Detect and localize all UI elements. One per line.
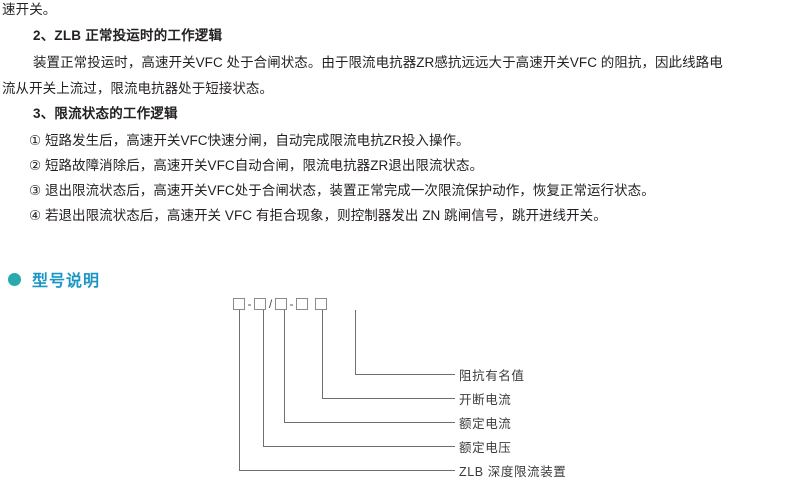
code-box-2 <box>254 298 266 310</box>
section-heading-3: 3、限流状态的工作逻辑 <box>33 106 178 121</box>
paragraph-line-1: 装置正常投运时，高速开关VFC 处于合闸状态。由于限流电抗器ZR感抗远远大于高速… <box>33 55 723 70</box>
legend-label-device-name: ZLB 深度限流装置 <box>459 465 567 479</box>
leader-line-5 <box>239 310 455 471</box>
legend-label-rated-current: 额定电流 <box>459 417 512 431</box>
leader-lines <box>239 310 455 471</box>
legend-label-impedance: 阻抗有名值 <box>459 369 525 383</box>
list-item: ③ 退出限流状态后，高速开关VFC处于合闸状态，装置正常完成一次限流保护动作，恢… <box>29 183 655 198</box>
legend-label-rated-voltage: 额定电压 <box>459 441 512 455</box>
model-code-diagram: - / - 阻抗有名值 开断电流 额定电 <box>0 288 800 488</box>
model-code-row: - / - <box>233 298 327 310</box>
list-item: ① 短路发生后，高速开关VFC快速分闸，自动完成限流电抗ZR投入操作。 <box>29 133 470 148</box>
model-section-title-text: 型号说明 <box>32 273 101 290</box>
bullet-icon <box>8 272 21 286</box>
code-box-3 <box>275 298 287 310</box>
list-item: ② 短路故障消除后，高速开关VFC自动合闸，限流电抗器ZR退出限流状态。 <box>29 158 484 173</box>
leader-line-3 <box>284 310 455 423</box>
code-box-5 <box>315 298 327 310</box>
leader-line-4 <box>263 310 455 447</box>
code-separator-dash1: - <box>247 297 252 311</box>
paragraph-line-2: 流从开关上流过，限流电抗器处于短接状态。 <box>2 81 273 96</box>
code-box-4 <box>296 298 308 310</box>
code-separator-slash: / <box>268 297 273 311</box>
code-separator-dash2: - <box>289 297 294 311</box>
list-item: ④ 若退出限流状态后，高速开关 VFC 有拒合现象，则控制器发出 ZN 跳闸信号… <box>29 208 607 223</box>
section-heading-2: 2、ZLB 正常投运时的工作逻辑 <box>33 28 223 43</box>
model-section-title: 型号说明 <box>8 267 100 291</box>
leader-line-1 <box>355 310 455 375</box>
legend-label-breaking-current: 开断电流 <box>459 393 512 407</box>
leader-line-2 <box>322 310 455 399</box>
code-box-1 <box>233 298 245 310</box>
lead-line: 速开关。 <box>2 2 57 17</box>
